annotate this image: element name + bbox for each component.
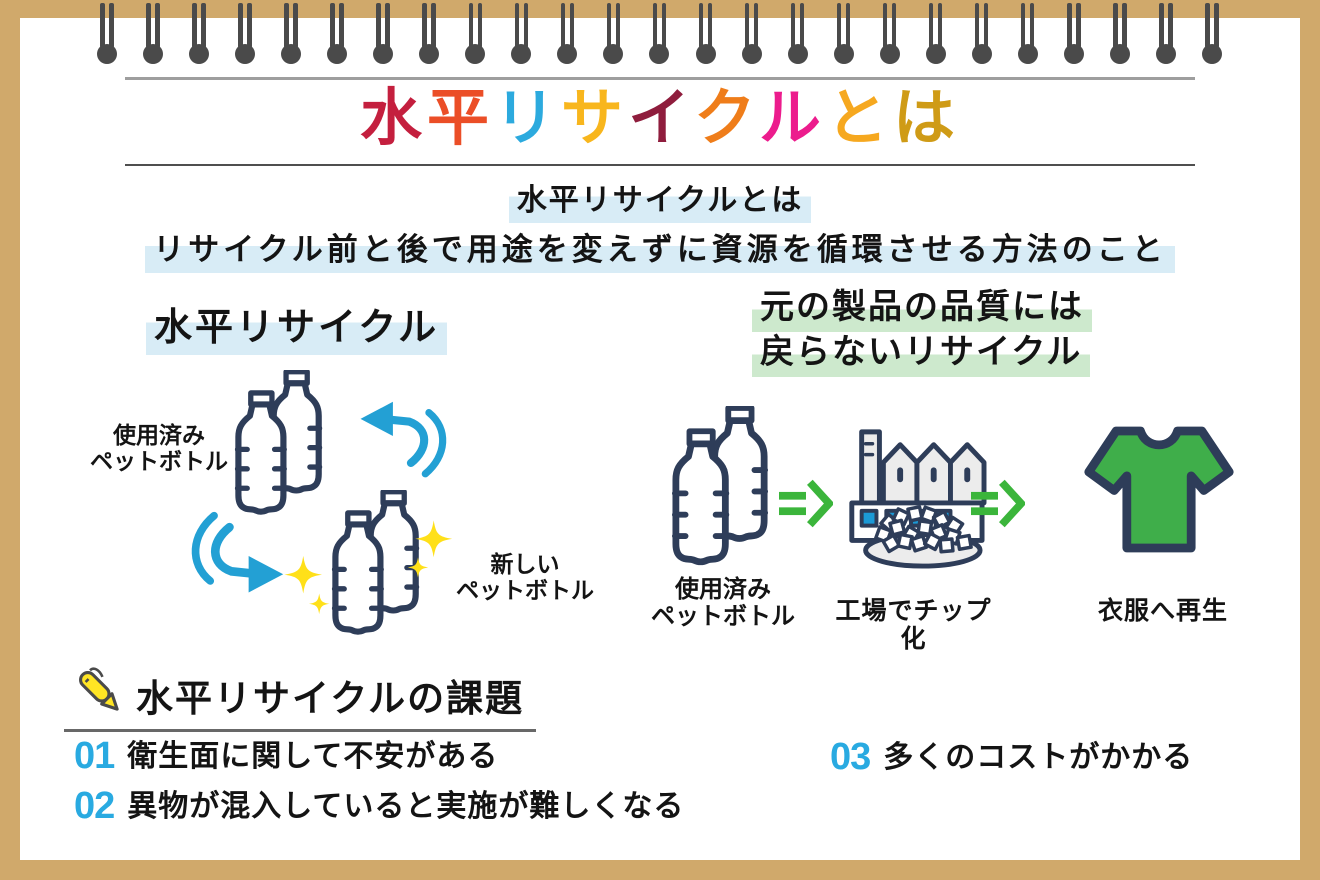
binder-pin-icon bbox=[1155, 3, 1176, 65]
sparkle-right-icon bbox=[407, 520, 453, 578]
challenge-text: 衛生面に関して不安がある bbox=[127, 740, 499, 773]
title-char: サ bbox=[561, 81, 629, 154]
challenge-number: 03 bbox=[830, 736, 871, 778]
title-char: ク bbox=[693, 81, 759, 154]
binder-pin-icon bbox=[1017, 3, 1038, 65]
binder-pin-icon bbox=[419, 3, 440, 65]
recycle-arrow-top-icon bbox=[360, 401, 447, 478]
used-pet-bottles-icon bbox=[233, 370, 325, 520]
binder-pin-icon bbox=[511, 3, 532, 65]
page-title: 水平リサイクルとは bbox=[0, 81, 1320, 154]
binder-pin-icon bbox=[327, 3, 348, 65]
binder-pin-icon bbox=[695, 3, 716, 65]
challenge-item-1: 01 衛生面に関して不安がある bbox=[74, 735, 499, 777]
challenge-text: 異物が混入していると実施が難しくなる bbox=[127, 790, 685, 823]
title-char: 平 bbox=[427, 81, 495, 154]
factory-chipping-icon bbox=[849, 429, 987, 569]
binder-pin-icon bbox=[787, 3, 808, 65]
top-divider bbox=[125, 77, 1195, 80]
challenges-underline bbox=[64, 729, 536, 732]
challenge-item-3: 03 多くのコストがかかる bbox=[830, 736, 1194, 778]
challenge-text: 多くのコストがかかる bbox=[883, 741, 1194, 774]
shirt-label: 衣服へ再生 bbox=[1097, 597, 1228, 625]
binder-pin-icon bbox=[235, 3, 256, 65]
flow-arrow-1-icon bbox=[779, 479, 833, 528]
binder-pin-icon bbox=[373, 3, 394, 65]
binder-pin-icon bbox=[1063, 3, 1084, 65]
left-section-heading: 水平リサイクル bbox=[146, 296, 448, 355]
binder-pin-icon bbox=[833, 3, 854, 65]
notebook-paper bbox=[20, 18, 1300, 860]
challenge-number: 02 bbox=[74, 785, 115, 827]
binder-pin-icon bbox=[557, 3, 578, 65]
factory-label: 工場でチップ化 bbox=[835, 597, 992, 653]
used-bottles-label-left: 使用済み ペットボトル bbox=[90, 422, 228, 474]
right-section-heading: 元の製品の品質には 戻らないリサイクル bbox=[752, 287, 1092, 377]
challenge-item-2: 02 異物が混入していると実施が難しくなる bbox=[74, 785, 685, 827]
pen-icon bbox=[79, 667, 119, 711]
binder-pin-icon bbox=[465, 3, 486, 65]
title-char: は bbox=[892, 81, 960, 154]
new-bottles-label: 新しい ペットボトル bbox=[456, 551, 594, 603]
used-pet-bottles-icon-right bbox=[672, 406, 769, 571]
binder-pin-icon bbox=[603, 3, 624, 65]
binder-pin-icon bbox=[649, 3, 670, 65]
title-char: 水 bbox=[359, 81, 427, 154]
binder-pin-icon bbox=[97, 3, 117, 65]
title-char: ル bbox=[758, 81, 826, 154]
binder-pin-icon bbox=[189, 3, 210, 65]
binder-pin-icon bbox=[281, 3, 302, 65]
definition-block: 水平リサイクルとは リサイクル前と後で用途を変えずに資源を循環させる方法のこと bbox=[0, 175, 1320, 274]
binder-pin-icon bbox=[143, 3, 164, 65]
definition-line-2: リサイクル前と後で用途を変えずに資源を循環させる方法のこと bbox=[145, 224, 1175, 273]
binder-pin-icon bbox=[741, 3, 762, 65]
recycle-arrow-bottom-icon bbox=[191, 511, 284, 593]
sparkle-left-icon bbox=[284, 555, 330, 615]
binder-pin-icon bbox=[1201, 3, 1222, 65]
binder-pin-icon bbox=[925, 3, 946, 65]
title-char: リ bbox=[494, 81, 562, 154]
tshirt-icon bbox=[1084, 426, 1234, 553]
challenges-heading: 水平リサイクルの課題 bbox=[136, 676, 525, 720]
binder-pin-icon bbox=[971, 3, 992, 65]
title-divider bbox=[125, 164, 1195, 166]
challenge-number: 01 bbox=[74, 735, 115, 777]
flow-arrow-2-icon bbox=[971, 479, 1025, 528]
title-char: と bbox=[825, 81, 893, 154]
definition-line-1: 水平リサイクルとは bbox=[508, 175, 812, 223]
title-char: イ bbox=[628, 81, 694, 154]
used-bottles-label-right: 使用済み ペットボトル bbox=[651, 576, 795, 630]
binder-pin-icon bbox=[879, 3, 900, 65]
binder-pin-icon bbox=[1109, 3, 1130, 65]
